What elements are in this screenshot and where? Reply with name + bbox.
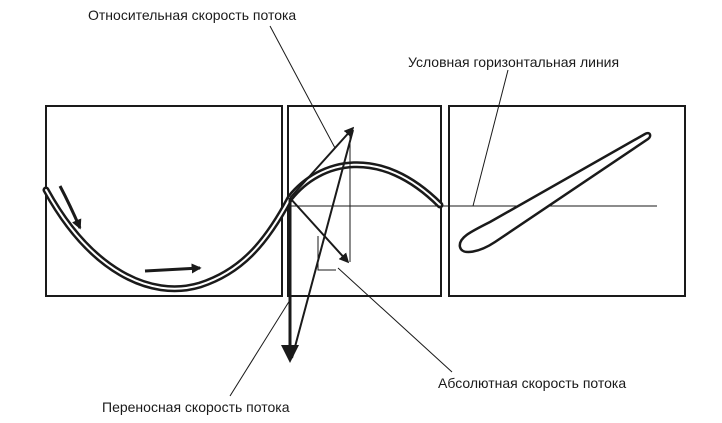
construction-lines [317,236,336,271]
label-absolute-velocity: Абсолютная скорость потока [438,375,626,391]
relative-velocity-vector [289,126,355,199]
flow-curve [42,161,444,293]
flow-arrow-left [58,185,82,230]
flow-arrow-bottom [144,263,202,274]
label-transport-velocity: Переносная скорость потока [102,399,290,415]
middle-panel [287,105,442,297]
right-panel [448,105,686,297]
label-relative-velocity: Относительная скорость потока [88,7,296,23]
left-panel [45,105,283,297]
leader-transport [229,299,291,397]
leader-absolute [337,267,453,373]
label-horizontal-line: Условная горизонтальная линия [408,54,619,70]
velocity-closing-line [291,129,354,359]
leader-horizontal [472,69,509,207]
absolute-velocity-vector [289,197,350,264]
leader-relative [269,25,336,149]
blade-profile [458,131,652,254]
